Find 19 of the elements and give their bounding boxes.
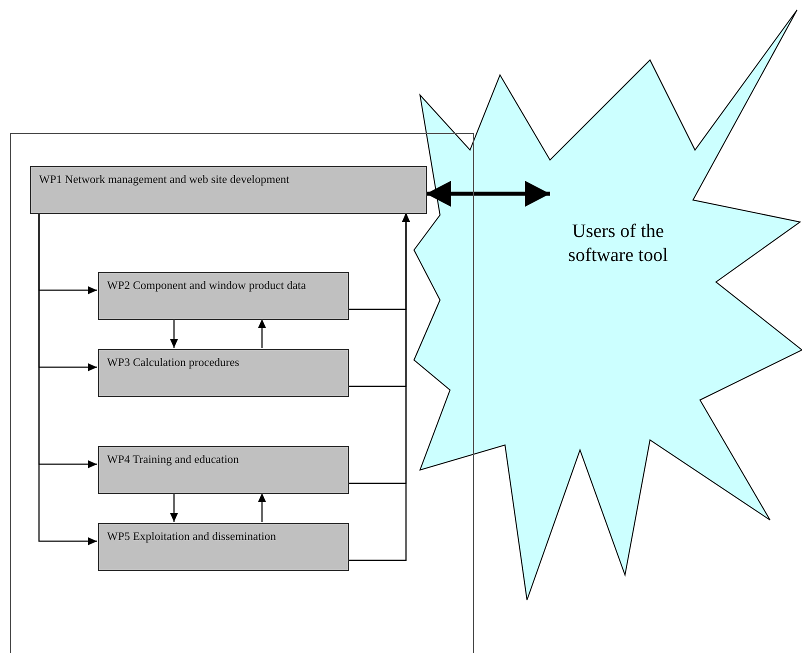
node-text: WP1 Network management and web site development bbox=[39, 173, 290, 188]
process-box bbox=[30, 166, 427, 214]
arrow bbox=[348, 213, 410, 561]
node-text: WP2 Component and window product data bbox=[107, 279, 307, 294]
process-box bbox=[98, 446, 349, 494]
arrow bbox=[426, 180, 550, 207]
node-text: WP5 Exploitation and dissemination bbox=[107, 530, 277, 545]
arrow bbox=[38, 213, 97, 546]
arrow bbox=[170, 319, 178, 348]
node-text: Users of the software tool bbox=[567, 220, 669, 268]
process-box bbox=[98, 349, 349, 397]
arrow bbox=[258, 493, 266, 522]
arrow bbox=[170, 493, 178, 522]
process-box bbox=[98, 523, 349, 571]
node-text: WP3 Calculation procedures bbox=[107, 356, 240, 371]
node-text: WP4 Training and education bbox=[107, 453, 240, 468]
process-box bbox=[98, 272, 349, 320]
frame-box bbox=[10, 133, 474, 653]
arrow bbox=[258, 319, 266, 348]
